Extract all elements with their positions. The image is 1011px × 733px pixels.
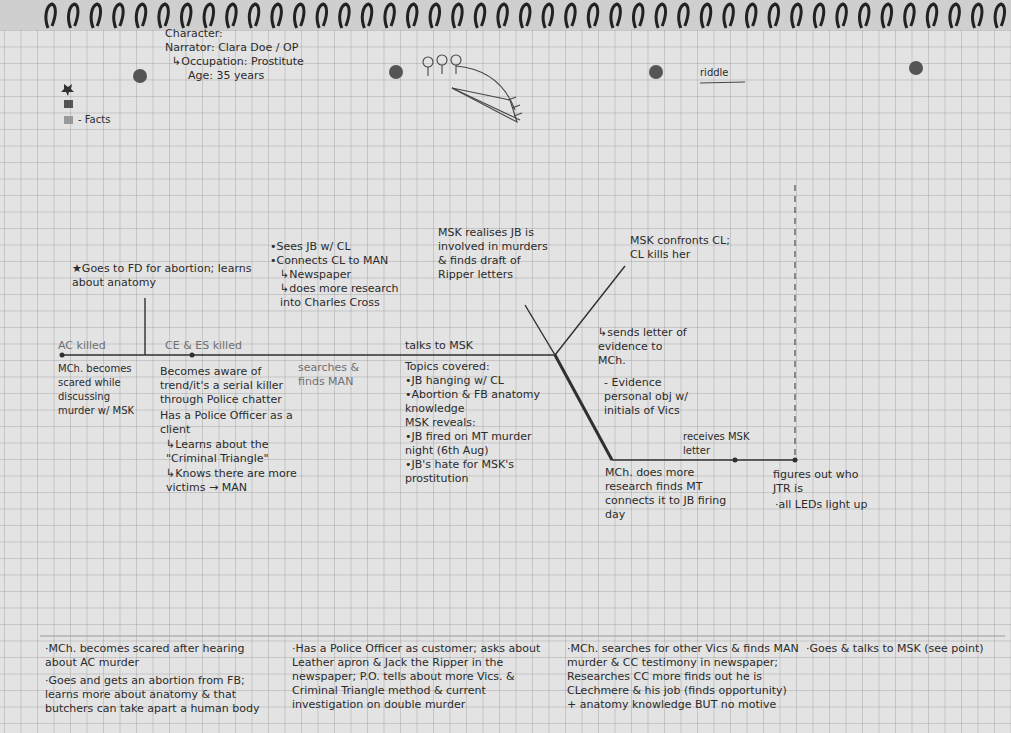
spiral-ring xyxy=(701,4,710,28)
handwritten-note: Has a Police Officer as a client xyxy=(160,409,310,437)
spiral-ring xyxy=(950,4,959,28)
spiral-ring xyxy=(860,4,869,28)
handwritten-note: ↳Newspaper xyxy=(280,268,420,282)
spiral-ring xyxy=(385,4,394,28)
handwritten-note: Age: 35 years xyxy=(188,69,348,83)
spiral-ring xyxy=(566,4,575,28)
handwritten-note: MSK realises JB is involved in murders &… xyxy=(438,226,553,282)
spiral-ring xyxy=(498,4,507,28)
spiral-ring xyxy=(724,4,733,28)
spiral-ring xyxy=(272,4,281,28)
spiral-ring xyxy=(69,4,78,28)
spiral-ring xyxy=(46,4,55,28)
spiral-ring xyxy=(295,4,304,28)
handwritten-note: Becomes aware of trend/it's a serial kil… xyxy=(160,365,310,407)
binding-strip xyxy=(0,0,1011,30)
spiral-ring xyxy=(204,4,213,28)
spiral-ring xyxy=(317,4,326,28)
spiral-ring xyxy=(453,4,462,28)
handwritten-note: •JB hanging w/ CL xyxy=(405,374,545,388)
handwritten-note: •Abortion & FB anatomy knowledge xyxy=(405,388,545,416)
spiral-ring xyxy=(340,4,349,28)
spiral-ring xyxy=(408,4,417,28)
handwritten-note: riddle xyxy=(700,66,760,80)
spiral-ring xyxy=(475,4,484,28)
spiral-ring xyxy=(159,4,168,28)
spiral-ring xyxy=(249,4,258,28)
spiral-ring xyxy=(634,4,643,28)
handwritten-note: - Facts xyxy=(78,113,158,127)
spiral-ring xyxy=(91,4,100,28)
handwritten-note: MCh. becomes scared while discussing mur… xyxy=(58,362,146,418)
handwritten-note: Narrator: Clara Doe / OP xyxy=(165,41,375,55)
spiral-ring xyxy=(430,4,439,28)
spiral-ring xyxy=(656,4,665,28)
handwritten-note: searches & finds MAN xyxy=(298,361,368,389)
spiral-ring xyxy=(837,4,846,28)
handwritten-note: receives MSK letter xyxy=(683,430,763,458)
spiral-ring xyxy=(679,4,688,28)
handwritten-note: MCh. does more research finds MT connect… xyxy=(605,466,745,522)
spiral-ring xyxy=(114,4,123,28)
handwritten-note: ↳sends letter of evidence to MCh. xyxy=(598,326,688,368)
spiral-ring xyxy=(973,4,982,28)
spiral-ring xyxy=(362,4,371,28)
handwritten-note: Topics covered: xyxy=(405,360,545,374)
spiral-ring xyxy=(814,4,823,28)
handwritten-note: AC killed xyxy=(58,339,143,353)
handwritten-note: ·all LEDs light up xyxy=(775,498,895,512)
handwritten-note: •Connects CL to MAN xyxy=(270,254,420,268)
fact-marks xyxy=(61,84,74,124)
handwritten-note: ·MCh. becomes scared after hearing about… xyxy=(45,642,265,670)
spiral-binding xyxy=(46,4,1005,28)
lightbulb-sketch xyxy=(423,55,522,122)
handwritten-note: ↳Knows there are more victims → MAN xyxy=(166,467,316,495)
handwritten-note: figures out who JTR is xyxy=(773,468,868,496)
spiral-ring xyxy=(611,4,620,28)
spiral-ring xyxy=(521,4,530,28)
handwritten-note: ↳Learns about the "Criminal Triangle" xyxy=(166,438,316,466)
spiral-ring xyxy=(792,4,801,28)
handwritten-note: •JB's hate for MSK's prostitution xyxy=(405,458,545,486)
handwritten-note: ↳does more research into Charles Cross xyxy=(280,282,415,310)
handwritten-note: ·MCh. searches for other Vics & finds MA… xyxy=(567,642,799,712)
spiral-ring xyxy=(182,4,191,28)
handwritten-note: ·Has a Police Officer as customer; asks … xyxy=(292,642,554,712)
spiral-ring xyxy=(995,4,1004,28)
spiral-ring xyxy=(905,4,914,28)
handwritten-note: Character: xyxy=(165,27,285,41)
handwritten-note: ·Goes and gets an abortion from FB; lear… xyxy=(45,674,265,716)
spiral-ring xyxy=(588,4,597,28)
spiral-ring xyxy=(927,4,936,28)
handwritten-note: ↳Occupation: Prostitute xyxy=(172,55,382,69)
spiral-ring xyxy=(747,4,756,28)
underline xyxy=(700,82,745,83)
handwritten-note: talks to MSK xyxy=(405,339,525,353)
spiral-ring xyxy=(882,4,891,28)
spiral-ring xyxy=(769,4,778,28)
handwritten-note: CE & ES killed xyxy=(165,339,265,353)
section-rule xyxy=(40,636,1005,637)
handwritten-note: - Evidence personal obj w/ initials of V… xyxy=(604,376,696,418)
spiral-ring xyxy=(227,4,236,28)
plot-timeline xyxy=(60,185,795,460)
handwritten-note: MSK reveals: xyxy=(405,416,545,430)
handwritten-note: •Sees JB w/ CL xyxy=(270,240,420,254)
spiral-ring xyxy=(543,4,552,28)
handwritten-note: •JB fired on MT murder night (6th Aug) xyxy=(405,430,545,458)
handwritten-note: MSK confronts CL; CL kills her xyxy=(630,234,745,262)
handwritten-note: ·Goes & talks to MSK (see point) xyxy=(806,642,1001,656)
handwritten-note: ★Goes to FD for abortion; learns about a… xyxy=(72,262,252,290)
spiral-ring xyxy=(136,4,145,28)
